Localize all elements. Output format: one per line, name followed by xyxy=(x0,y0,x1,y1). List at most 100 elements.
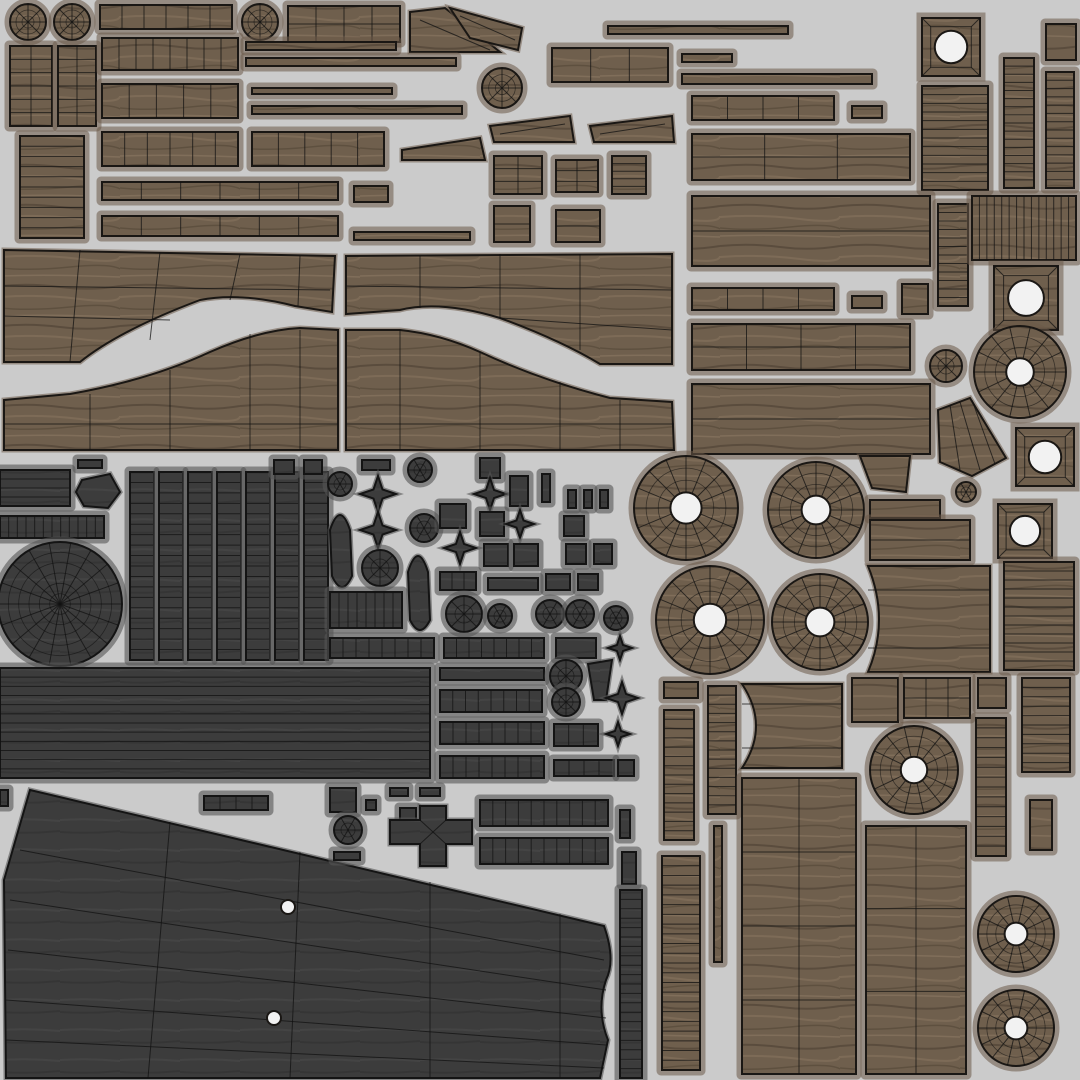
uv-island-dark-strip-109 xyxy=(504,470,534,512)
uv-island-socket-43 xyxy=(916,12,986,82)
uv-island-dark-strip-111 xyxy=(562,484,582,514)
uv-island-dark-strip-168 xyxy=(474,794,614,832)
uv-island-dark-strip-171 xyxy=(616,846,642,890)
uv-island-disk-103 xyxy=(322,466,358,502)
uv-island-disk-133 xyxy=(440,590,488,638)
uv-island-dark-strip-123 xyxy=(508,538,544,572)
uv-island-wood-plank-68 xyxy=(998,556,1080,676)
uv-island-dark-strip-112 xyxy=(578,484,598,514)
uv-island-wood-plank-46 xyxy=(1040,66,1080,194)
uv-island-star-bracket-121 xyxy=(436,524,484,572)
uv-island-disk-165 xyxy=(328,810,368,850)
uv-island-wood-plank-14 xyxy=(246,82,398,100)
uv-island-wood-plank-83 xyxy=(736,772,862,1080)
uv-island-dark-strip-128 xyxy=(434,566,482,596)
uv-island-wood-plank-18 xyxy=(602,20,794,40)
uv-island-disk-62 xyxy=(950,476,982,508)
uv-island-wood-plank-10 xyxy=(96,32,244,76)
uv-island-wood-plank-44 xyxy=(1040,18,1080,66)
uv-island-dark-strip-172 xyxy=(614,884,648,1080)
uv-island-dark-strip-97 xyxy=(211,466,247,666)
uv-island-disk-16 xyxy=(476,62,528,114)
uv-island-disk-2 xyxy=(48,0,96,46)
uv-island-wedge-24 xyxy=(399,135,489,163)
uv-island-wedge-61 xyxy=(856,453,913,495)
uv-island-wood-plank-35 xyxy=(550,204,606,248)
uv-island-dark-strip-139 xyxy=(438,632,550,664)
uv-island-wood-plank-42 xyxy=(686,128,916,186)
uv-island-disk-93 xyxy=(0,536,128,672)
uv-island-dark-strip-110 xyxy=(536,468,556,508)
uv-island-dark-strip-142 xyxy=(0,662,436,784)
uv-island-wood-plank-85 xyxy=(656,850,706,1076)
uv-island-wood-plank-58 xyxy=(686,378,936,460)
uv-island-wood-plank-76 xyxy=(846,672,904,728)
uv-island-wheel-57 xyxy=(968,320,1072,424)
uv-island-star-bracket-151 xyxy=(598,714,638,754)
uv-island-arch-board-75 xyxy=(737,681,845,771)
uv-island-socket-60 xyxy=(1010,422,1080,492)
uv-island-hull-board-37 xyxy=(343,251,675,367)
uv-island-cross-plate-167 xyxy=(387,803,475,869)
uv-island-sail-155 xyxy=(1,787,613,1080)
uv-island-dark-strip-169 xyxy=(474,832,614,870)
uv-island-socket-67 xyxy=(992,498,1058,564)
uv-island-wood-plank-22 xyxy=(96,126,244,172)
uv-island-wood-plank-81 xyxy=(970,712,1012,862)
uv-island-wood-plank-45 xyxy=(998,52,1040,194)
uv-island-dark-strip-124 xyxy=(560,538,592,570)
uv-island-dark-strip-170 xyxy=(614,804,636,844)
uv-island-wheel-77 xyxy=(864,720,964,820)
uv-island-wood-plank-8 xyxy=(4,40,58,132)
uv-island-wood-plank-17 xyxy=(546,42,674,88)
uv-island-wood-plank-86 xyxy=(708,820,728,968)
uv-island-wood-plank-47 xyxy=(916,80,994,196)
uv-island-wood-plank-5 xyxy=(282,0,406,48)
uv-island-dark-strip-149 xyxy=(434,716,550,750)
uv-island-star-bracket-141 xyxy=(600,628,640,668)
uv-island-socket-54 xyxy=(988,260,1064,336)
uv-island-disk-137 xyxy=(598,600,634,636)
uv-island-dark-strip-138 xyxy=(324,632,440,664)
uv-island-wood-plank-33 xyxy=(348,226,476,246)
uv-island-wood-plank-55 xyxy=(686,318,916,376)
uv-island-dark-strip-130 xyxy=(540,568,576,596)
uv-island-dark-strip-140 xyxy=(550,632,602,664)
uv-island-wood-plank-48 xyxy=(686,190,936,272)
uv-island-grommet-156 xyxy=(280,899,296,915)
uv-island-blade-127 xyxy=(405,553,433,633)
uv-island-wood-plank-52 xyxy=(846,290,888,314)
uv-island-dark-strip-122 xyxy=(478,538,514,572)
uv-island-dark-strip-101 xyxy=(268,454,300,480)
uv-island-disk-106 xyxy=(402,452,438,488)
uv-island-dark-strip-132 xyxy=(324,586,408,634)
uv-island-wood-plank-84 xyxy=(860,820,972,1080)
uv-island-wood-plank-23 xyxy=(246,126,390,172)
uv-island-wood-plank-40 xyxy=(686,90,840,126)
uv-island-dark-strip-131 xyxy=(572,568,604,596)
uv-island-dark-strip-125 xyxy=(588,538,618,570)
uv-island-disk-126 xyxy=(356,544,404,592)
uv-island-star-bracket-119 xyxy=(498,502,542,546)
uv-island-wood-plank-80 xyxy=(1016,672,1076,778)
uv-island-wedge-25 xyxy=(486,113,577,145)
uv-island-grommet-157 xyxy=(266,1010,282,1026)
uv-island-dark-strip-94 xyxy=(124,466,160,666)
uv-island-wood-plank-28 xyxy=(550,154,604,198)
uv-island-dark-strip-154 xyxy=(612,754,640,782)
uv-island-wedge-7 xyxy=(444,3,525,54)
uv-island-wood-plank-34 xyxy=(488,200,536,248)
uv-island-wood-plank-73 xyxy=(658,704,700,846)
uv-island-bolt-91 xyxy=(73,471,123,511)
uv-island-bracket-147 xyxy=(585,656,615,703)
uv-island-dark-strip-113 xyxy=(594,484,614,514)
uv-island-dark-strip-129 xyxy=(482,572,544,596)
uv-island-blade-114 xyxy=(327,512,355,590)
uv-island-wheel-87 xyxy=(972,890,1060,978)
uv-island-dark-strip-96 xyxy=(182,466,218,666)
uv-island-wood-plank-20 xyxy=(676,68,878,90)
uv-island-wood-plank-31 xyxy=(348,180,394,208)
uv-island-dark-strip-117 xyxy=(434,498,472,534)
